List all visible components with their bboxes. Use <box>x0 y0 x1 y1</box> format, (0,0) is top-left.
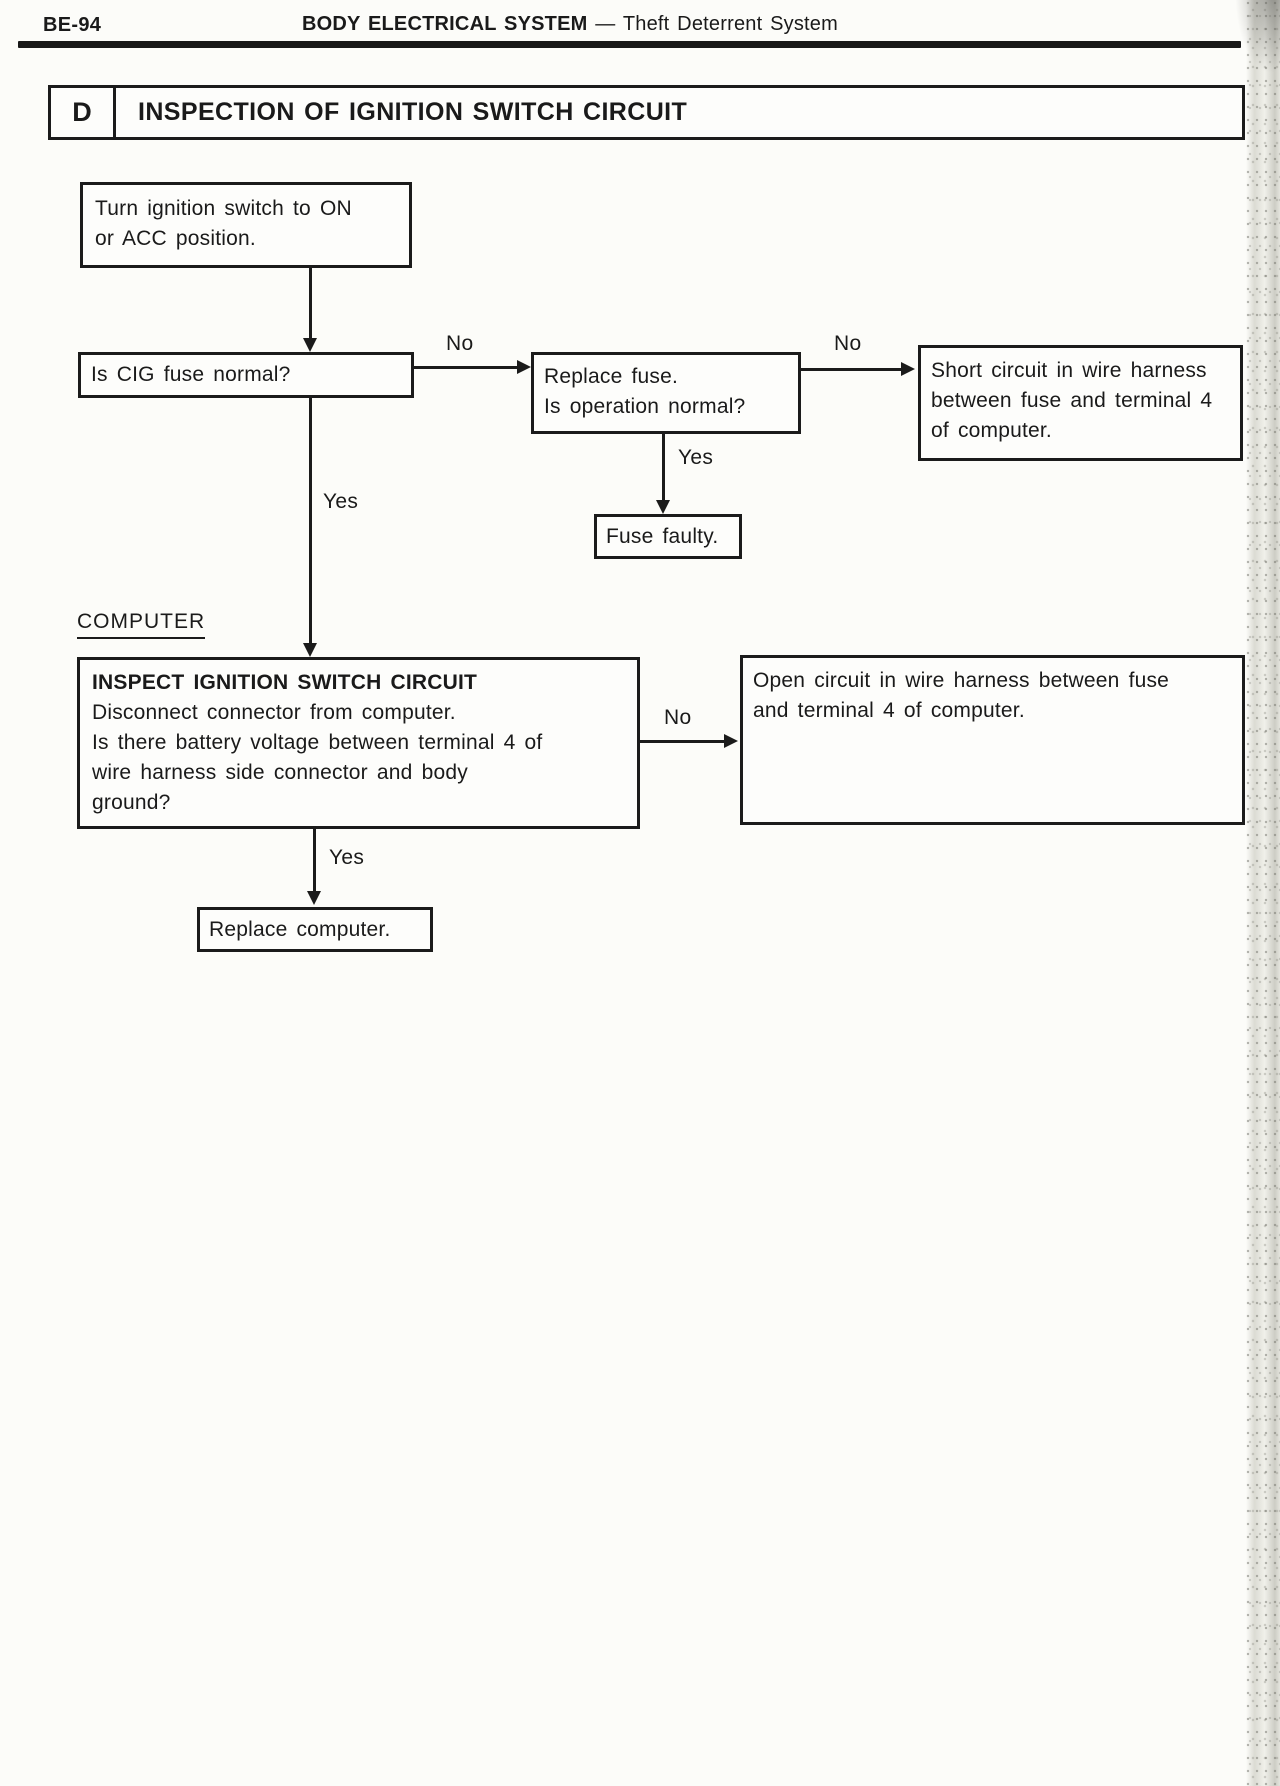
label-yes-2: Yes <box>323 490 359 513</box>
header-system-title: BODY ELECTRICAL SYSTEM <box>302 13 588 35</box>
label-no-1: No <box>446 332 474 355</box>
label-no-2: No <box>834 332 862 355</box>
arrowhead-right-icon <box>901 362 915 376</box>
connector-no-1 <box>414 366 518 369</box>
box-short-circuit-result: Short circuit in wire harness between fu… <box>918 345 1243 461</box>
arrowhead-down-icon <box>303 338 317 352</box>
arrowhead-right-icon <box>724 734 738 748</box>
box-turn-ignition-switch: Turn ignition switch to ON or ACC positi… <box>80 182 412 268</box>
label-yes-1: Yes <box>678 446 714 469</box>
connector-yes-2 <box>309 398 312 644</box>
label-yes-3: Yes <box>329 846 365 869</box>
section-title-box: D INSPECTION OF IGNITION SWITCH CIRCUIT <box>48 85 1245 140</box>
header-rule <box>18 41 1241 48</box>
section-title: INSPECTION OF IGNITION SWITCH CIRCUIT <box>138 98 688 126</box>
label-computer: COMPUTER <box>77 610 206 639</box>
arrowhead-down-icon <box>303 643 317 657</box>
box-open-circuit-result: Open circuit in wire harness between fus… <box>740 655 1245 825</box>
page-binding-texture <box>1232 0 1280 1786</box>
inspect-box-title: INSPECT IGNITION SWITCH CIRCUIT <box>92 671 478 694</box>
page-number: BE-94 <box>43 14 102 36</box>
box-inspect-ignition-switch-circuit: INSPECT IGNITION SWITCH CIRCUIT Disconne… <box>77 657 640 829</box>
connector-yes-1 <box>662 434 665 501</box>
arrowhead-down-icon <box>656 500 670 514</box>
header-subsystem-title: — Theft Deterrent System <box>595 13 838 35</box>
connector-yes-3 <box>313 829 316 892</box>
box-replace-fuse: Replace fuse. Is operation normal? <box>531 352 801 434</box>
page-header: BODY ELECTRICAL SYSTEM — Theft Deterrent… <box>0 13 1140 36</box>
connector-start-to-question <box>309 268 312 339</box>
arrowhead-right-icon <box>517 360 531 374</box>
section-letter: D <box>51 88 116 137</box>
box-fuse-faulty: Fuse faulty. <box>594 514 742 559</box>
label-no-3: No <box>664 706 692 729</box>
arrowhead-down-icon <box>307 891 321 905</box>
connector-no-2 <box>801 368 902 371</box>
box-replace-computer: Replace computer. <box>197 907 433 952</box>
inspect-box-body: Disconnect connector from computer. Is t… <box>92 701 543 814</box>
box-cig-fuse-question: Is CIG fuse normal? <box>78 352 414 398</box>
connector-no-3 <box>640 740 725 743</box>
